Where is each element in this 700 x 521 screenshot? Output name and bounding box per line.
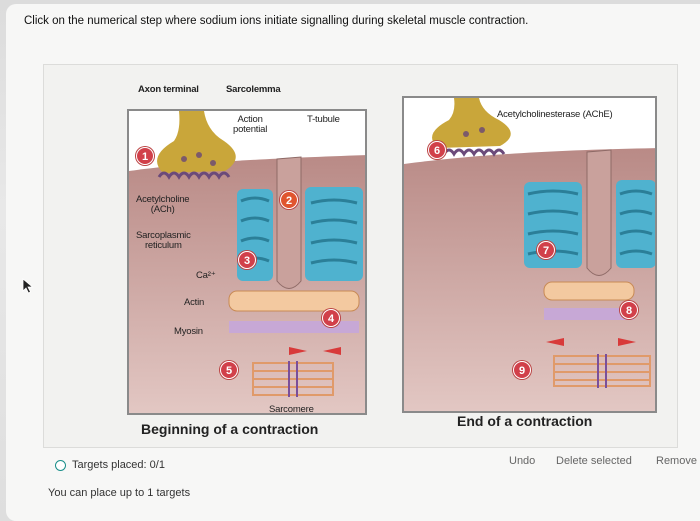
step-marker-6[interactable]: 6 [428, 141, 446, 159]
question-prompt: Click on the numerical step where sodium… [24, 15, 529, 27]
diagram-right-art [404, 98, 655, 411]
targets-placed-status: Targets placed: 0/1 [72, 459, 165, 471]
targets-limit-note: You can place up to 1 targets [48, 487, 191, 499]
undo-button[interactable]: Undo [509, 455, 536, 467]
diagram-end-contraction: Acetylcholinesterase (AChE) [402, 96, 657, 413]
label-actin: Actin [184, 297, 205, 308]
caption-end: End of a contraction [457, 413, 593, 429]
label-sarcomere: Sarcomere [269, 404, 314, 415]
figure-panel[interactable]: Axon terminal Sarcolemma [43, 64, 678, 448]
label-myosin: Myosin [174, 326, 203, 337]
label-axon-terminal: Axon terminal [138, 84, 199, 95]
remove-button[interactable]: Remove [656, 455, 697, 467]
step-marker-4[interactable]: 4 [322, 309, 340, 327]
step-marker-3[interactable]: 3 [238, 251, 256, 269]
step-marker-5[interactable]: 5 [220, 361, 238, 379]
label-acetylcholine: Acetylcholine(ACh) [136, 194, 190, 215]
label-sarcolemma: Sarcolemma [226, 84, 281, 95]
caption-beginning: Beginning of a contraction [141, 421, 319, 437]
step-marker-1[interactable]: 1 [136, 147, 154, 165]
label-ache: Acetylcholinesterase (AChE) [497, 109, 613, 120]
delete-selected-button[interactable]: Delete selected [556, 455, 632, 467]
targets-status-radio [55, 460, 66, 471]
label-calcium: Ca²⁺ [196, 270, 216, 281]
mouse-pointer-icon [22, 278, 34, 294]
step-marker-7[interactable]: 7 [537, 241, 555, 259]
step-marker-2[interactable]: 2 [280, 191, 298, 209]
label-t-tubule: T-tubule [307, 114, 340, 125]
step-marker-9[interactable]: 9 [513, 361, 531, 379]
step-marker-8[interactable]: 8 [620, 301, 638, 319]
